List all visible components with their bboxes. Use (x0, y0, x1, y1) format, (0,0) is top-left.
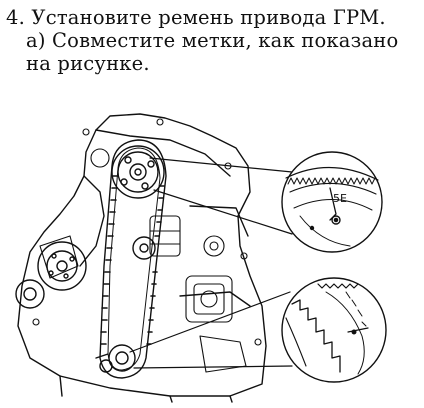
water-pump-pulley (37, 241, 87, 291)
engine-details (32, 118, 262, 373)
tensioner-pulley (132, 236, 156, 260)
instruction-text: 4. Установите ремень привода ГРМ. а) Сов… (6, 6, 418, 75)
crankshaft-mark-callout (281, 277, 387, 383)
mark-label-5e: 5E (333, 192, 347, 205)
callout-leader-lines (129, 157, 293, 369)
substep-text-line-1: а) Совместите метки, как показано (26, 29, 399, 52)
step-heading: 4. Установите ремень привода ГРМ. (6, 6, 386, 29)
timing-belt (99, 139, 167, 379)
timing-belt-illustration: 5E (0, 96, 424, 404)
camshaft-mark-callout: 5E (281, 151, 383, 253)
alternator-pulley (15, 279, 45, 309)
engine-drawing: 5E (15, 113, 387, 403)
substep-text-line-2: на рисунке. (26, 52, 150, 75)
